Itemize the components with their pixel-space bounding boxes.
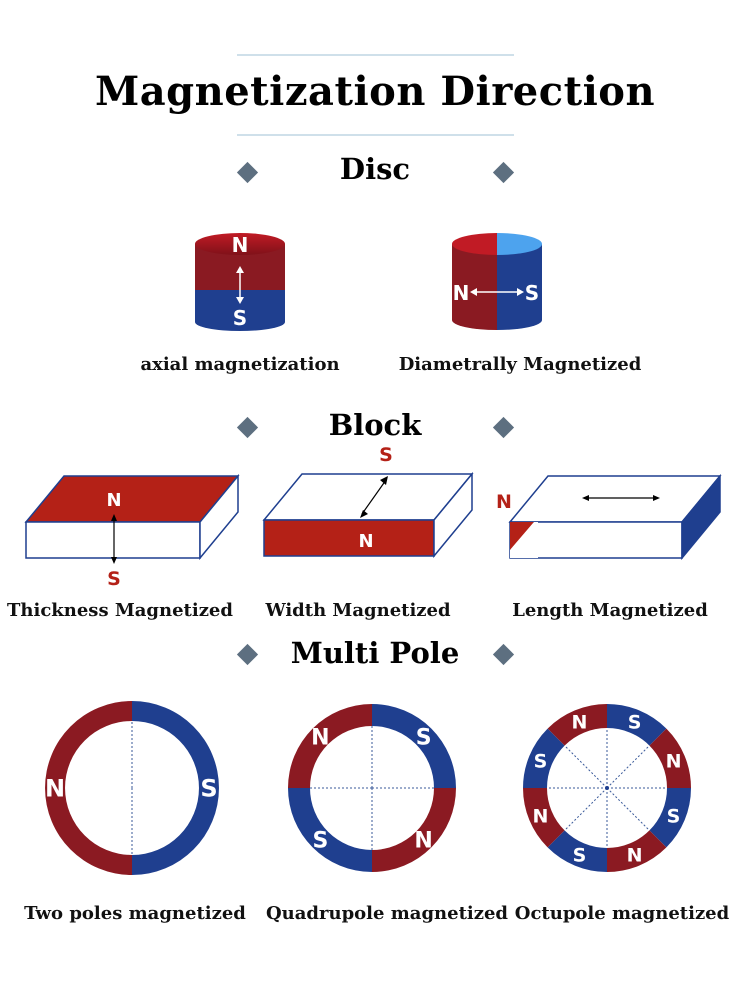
ring-segment-north xyxy=(523,788,565,848)
ring-segment-south xyxy=(523,728,565,788)
quadrupole-ring-diagram: N S N S xyxy=(288,704,456,872)
ring-segment-north xyxy=(372,788,456,872)
length-pole-n: N xyxy=(496,491,512,513)
caption-quadrupole: Quadrupole magnetized xyxy=(266,903,508,924)
width-pole-s: S xyxy=(379,444,393,466)
diametral-disc-diagram: N S xyxy=(452,233,542,330)
caption-thickness: Thickness Magnetized xyxy=(7,600,233,621)
ring-pole-label: S xyxy=(667,805,681,827)
title-rule-top xyxy=(237,54,514,56)
ring-divider-line xyxy=(606,787,650,831)
ring-segment-north xyxy=(45,701,132,875)
ring-segment-south xyxy=(132,701,219,875)
ring-pole-label: N xyxy=(627,844,643,866)
ring-segment-south xyxy=(607,704,667,746)
length-block-diagram: N xyxy=(496,473,722,561)
ring-pole-label: N xyxy=(571,711,587,733)
title-rule-bottom xyxy=(237,134,514,136)
ring-pole-label: N xyxy=(311,725,329,750)
thickness-pole-s: S xyxy=(107,568,121,590)
diametral-pole-s: S xyxy=(525,281,539,305)
ring-pole-label: S xyxy=(628,711,642,733)
caption-length: Length Magnetized xyxy=(512,600,708,621)
caption-width: Width Magnetized xyxy=(265,600,451,621)
ring-pole-label: S xyxy=(416,725,432,750)
ring-pole-label: N xyxy=(533,805,549,827)
ring-divider-line xyxy=(564,787,608,831)
section-heading-block: Block xyxy=(328,408,422,442)
ring-center-dot xyxy=(605,786,609,790)
ring-segment-south xyxy=(372,704,456,788)
ring-pole-label: S xyxy=(200,775,217,803)
ring-pole-label: S xyxy=(573,844,587,866)
caption-axial: axial magnetization xyxy=(140,354,340,375)
section-heading-multipole: Multi Pole xyxy=(290,636,460,670)
width-pole-n: N xyxy=(358,531,373,552)
ring-segment-north xyxy=(547,704,607,746)
page-title: Magnetization Direction xyxy=(94,68,656,115)
ring-segment-north xyxy=(288,704,372,788)
caption-two-poles: Two poles magnetized xyxy=(24,903,246,924)
ring-pole-label: N xyxy=(666,750,682,772)
ring-segment-south xyxy=(547,830,607,872)
axial-pole-n: N xyxy=(232,233,249,257)
section-heading-disc: Disc xyxy=(339,152,411,186)
ring-pole-label: N xyxy=(414,829,432,854)
caption-diametral: Diametrally Magnetized xyxy=(398,354,642,375)
diametral-pole-n: N xyxy=(453,281,470,305)
ring-pole-label: N xyxy=(45,775,65,803)
thickness-pole-n: N xyxy=(106,490,121,511)
ring-segment-south xyxy=(649,788,691,848)
caption-octupole: Octupole magnetized xyxy=(514,903,730,924)
axial-pole-s: S xyxy=(233,306,247,330)
ring-segment-north xyxy=(607,830,667,872)
ring-divider-line xyxy=(606,745,650,789)
ring-pole-label: S xyxy=(312,829,328,854)
ring-divider-line xyxy=(564,745,608,789)
width-block-diagram: S N xyxy=(262,444,474,559)
ring-segment-south xyxy=(288,788,372,872)
thickness-block-diagram: N S xyxy=(24,473,240,590)
octupole-ring-diagram: N S N S N S N S xyxy=(523,704,691,872)
axial-disc-diagram: N S xyxy=(195,233,285,331)
ring-pole-label: S xyxy=(534,750,548,772)
ring-segment-north xyxy=(649,728,691,788)
